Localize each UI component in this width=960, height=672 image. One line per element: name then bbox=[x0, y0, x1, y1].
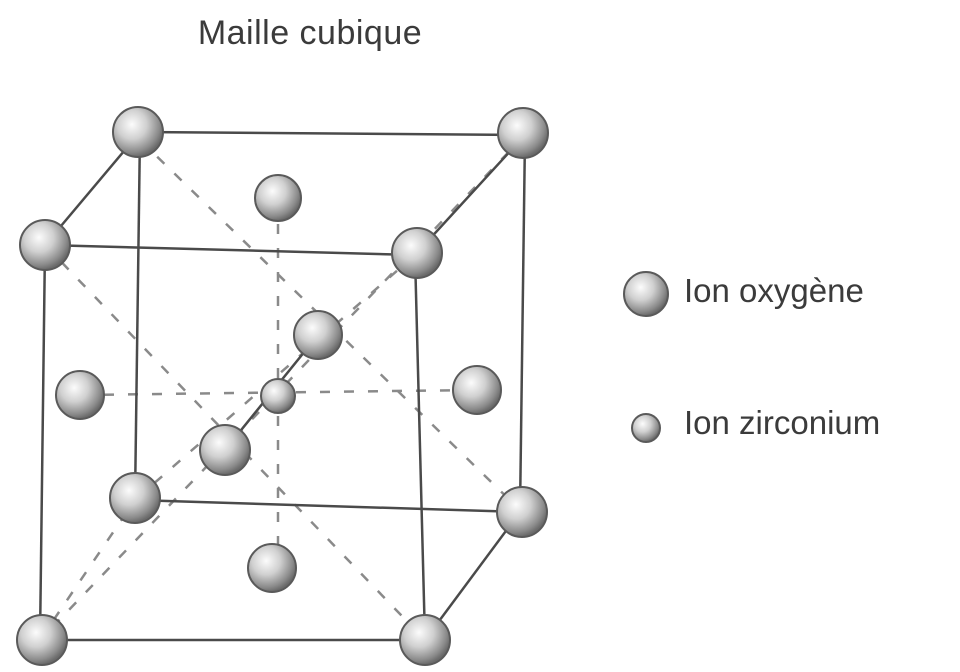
back-right-edge bbox=[518, 134, 527, 513]
front-left-edge bbox=[38, 244, 47, 641]
oxygen-ion bbox=[109, 472, 161, 524]
back-left-edge bbox=[133, 131, 142, 501]
oxygen-ion bbox=[496, 486, 548, 538]
oxygen-ion bbox=[55, 370, 105, 420]
legend-oxygen-symbol bbox=[623, 271, 669, 317]
connector-bottom-right bbox=[423, 511, 522, 641]
oxygen-ion bbox=[452, 365, 502, 415]
legend bbox=[623, 271, 669, 443]
oxygen-ion bbox=[254, 174, 302, 222]
back-top-edge bbox=[139, 130, 526, 137]
oxygen-ion bbox=[19, 219, 71, 271]
zirconium-ions bbox=[260, 378, 296, 414]
oxygen-ion bbox=[247, 543, 297, 593]
zirconium-ion bbox=[260, 378, 296, 414]
oxygen-ion bbox=[391, 227, 443, 279]
hidden-edge-back-bottom-left bbox=[38, 499, 137, 641]
legend-zirconium-label: Ion zirconium bbox=[684, 404, 881, 441]
oxygen-ion bbox=[16, 614, 68, 666]
oxygen-ion bbox=[293, 310, 343, 360]
front-top-edge bbox=[44, 243, 416, 257]
oxygen-ion bbox=[399, 614, 451, 666]
inner-diagonal-4 bbox=[39, 134, 526, 641]
legend-oxygen-label: Ion oxygène bbox=[684, 272, 864, 309]
front-right-edge bbox=[413, 254, 427, 641]
inner-diagonal-3 bbox=[44, 244, 426, 641]
legend-zirconium-symbol bbox=[631, 413, 661, 443]
back-bottom-edge bbox=[134, 498, 521, 514]
oxygen-ions bbox=[16, 106, 549, 666]
diagram-title: Maille cubique bbox=[197, 14, 423, 52]
oxygen-ion bbox=[199, 424, 251, 476]
oxygen-ion bbox=[112, 106, 164, 158]
oxygen-ion bbox=[497, 107, 549, 159]
